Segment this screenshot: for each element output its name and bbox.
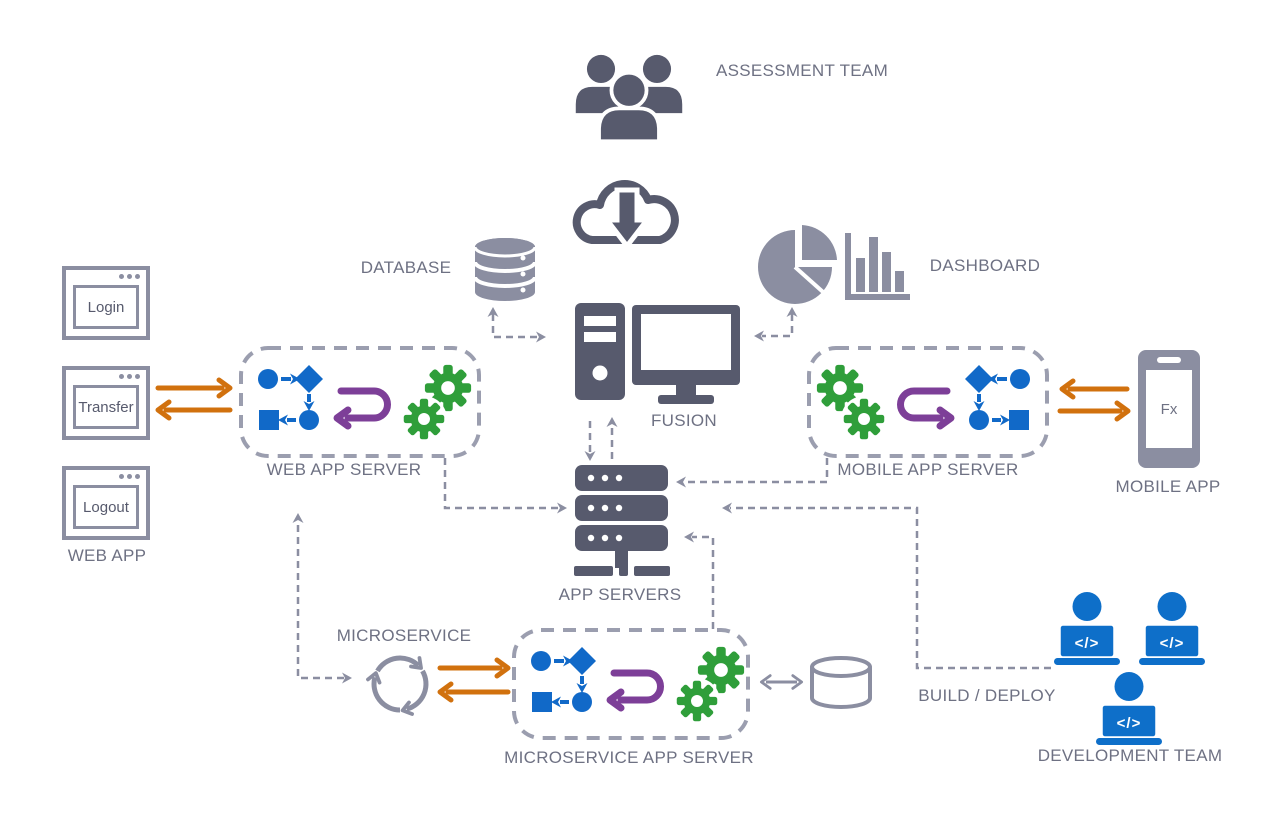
connector-microservice-webappserver <box>296 521 344 680</box>
fusion-label: FUSION <box>650 411 718 430</box>
coder-with-laptop-icon: </> <box>1054 592 1120 665</box>
web-app-server-icons <box>258 365 471 442</box>
connector-webappserver-to-appservers <box>443 458 559 510</box>
window-dots-icon <box>119 374 140 379</box>
web-app-label: WEB APP <box>67 546 147 565</box>
desktop-computer-icon <box>575 303 740 404</box>
mobile-app-server-icons <box>817 365 1030 442</box>
dashed-connectors <box>296 314 1051 680</box>
web-app-server-label: WEB APP SERVER <box>266 460 422 479</box>
mobile-app-screen-text: Fx <box>1160 400 1178 418</box>
window-title: Transfer <box>73 385 139 429</box>
database-stack-icon <box>473 238 537 301</box>
assessment-team-icon <box>575 54 683 140</box>
connector-mobileappserver-to-appservers <box>684 458 829 484</box>
mobile-app-server-box <box>807 346 1049 458</box>
web-app-server-box <box>239 346 481 458</box>
assessment-team-label: ASSESSMENT TEAM <box>716 61 889 80</box>
window-dots-icon <box>119 474 140 479</box>
mobile-app-label: MOBILE APP <box>1115 477 1221 496</box>
app-servers-label: APP SERVERS <box>558 585 682 604</box>
microservice-app-server-icons <box>531 647 744 724</box>
pie-chart-icon <box>758 225 837 304</box>
coder-with-laptop-icon: </> <box>1139 592 1205 665</box>
bar-chart-icon <box>845 233 910 300</box>
double-arrow-storage <box>760 674 803 690</box>
development-team-label: DEVELOPMENT TEAM <box>1037 746 1223 765</box>
microservice-exchange-arrows <box>437 660 511 700</box>
svg-text:</>: </> <box>1160 635 1185 652</box>
connector-fusion-dashboard <box>762 314 794 338</box>
connector-microserviceappserver-to-appservers <box>692 535 715 629</box>
web-app-window-login: Login <box>62 266 150 340</box>
svg-text:</>: </> <box>1075 635 1100 652</box>
development-team-icon: </> </> </> <box>1054 592 1205 745</box>
mobileapp-exchange-arrows <box>1057 381 1128 419</box>
database-label: DATABASE <box>360 258 452 277</box>
cloud-download-icon <box>572 180 679 251</box>
microservice-label: MICROSERVICE <box>336 626 472 645</box>
microservice-app-server-box <box>512 628 750 740</box>
dashboard-label: DASHBOARD <box>929 256 1041 275</box>
web-app-window-logout: Logout <box>62 466 150 540</box>
window-title: Login <box>73 285 139 329</box>
database-outline-icon <box>810 656 872 709</box>
connector-build-deploy <box>730 506 1051 670</box>
smartphone-icon <box>1138 350 1200 468</box>
mobile-app-server-label: MOBILE APP SERVER <box>837 460 1019 479</box>
webapp-exchange-arrows <box>155 380 233 418</box>
window-title: Logout <box>73 485 139 529</box>
web-app-window-transfer: Transfer <box>62 366 150 440</box>
svg-text:</>: </> <box>1117 715 1142 732</box>
server-stack-icon <box>574 465 670 576</box>
microservice-app-server-label: MICROSERVICE APP SERVER <box>504 748 754 767</box>
window-dots-icon <box>119 274 140 279</box>
build-deploy-label: BUILD / DEPLOY <box>918 686 1056 705</box>
connector-fusion-database <box>491 314 538 339</box>
coder-with-laptop-icon: </> <box>1096 672 1162 745</box>
cycle-arrows-icon <box>366 655 429 719</box>
